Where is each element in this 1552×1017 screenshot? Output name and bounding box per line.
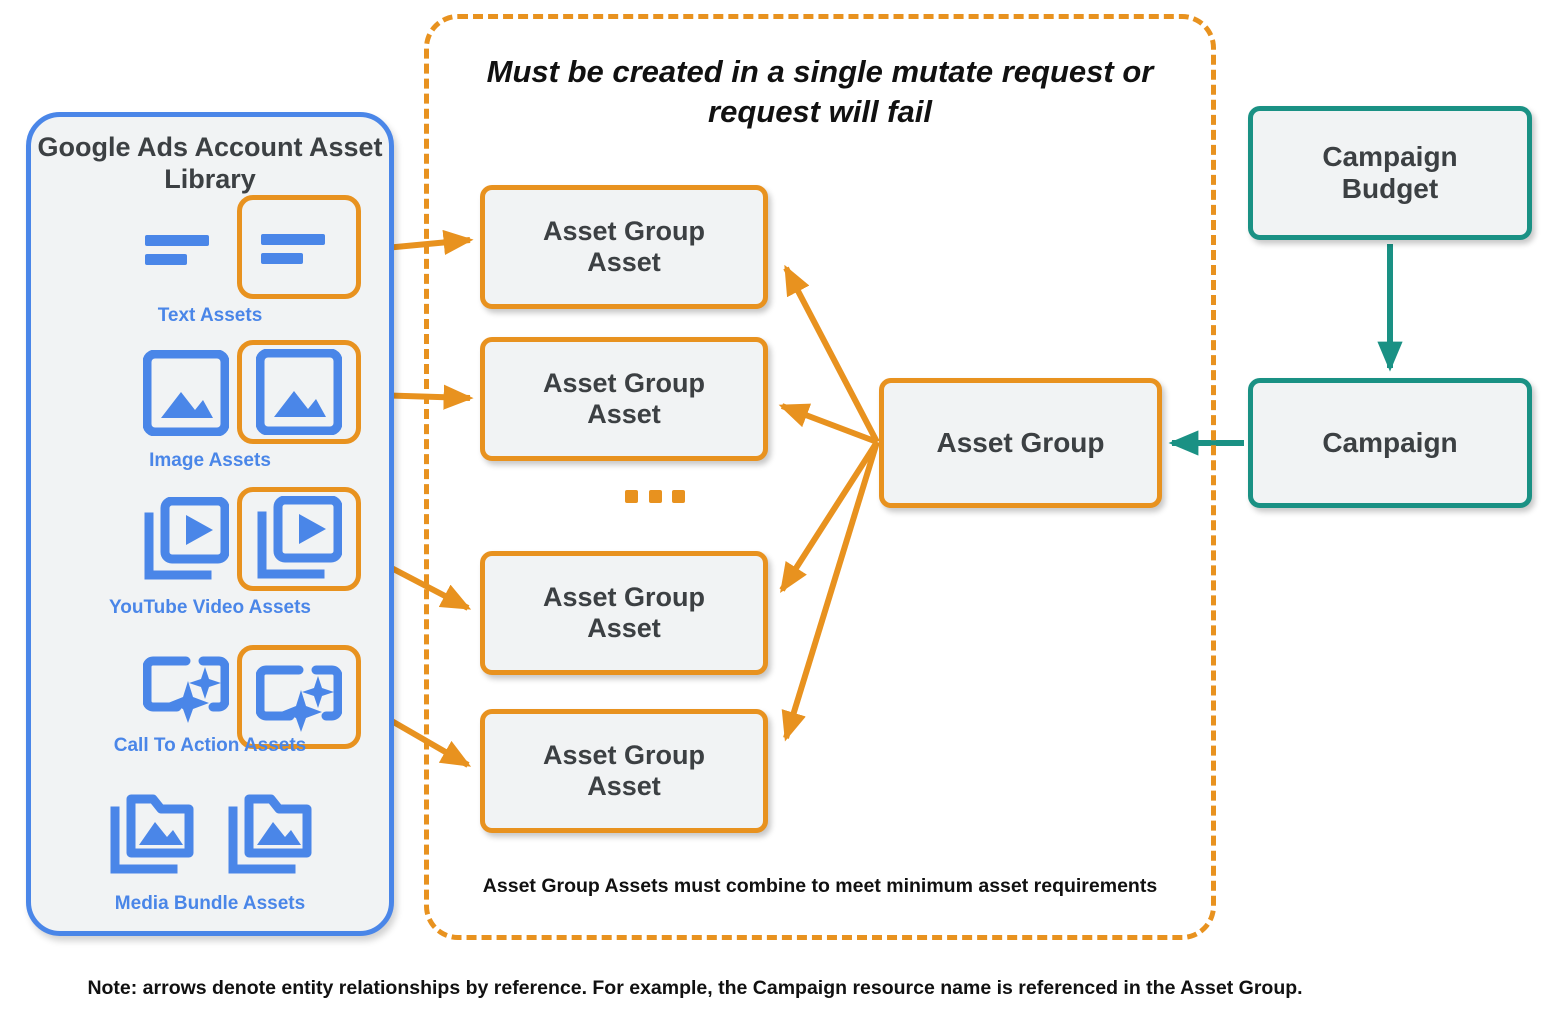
ellipsis-dot (648, 489, 662, 503)
library-item-label: Text Assets (157, 305, 263, 326)
campaign-box[interactable]: Campaign (1248, 378, 1532, 508)
library-item-image-assets[interactable]: Image Assets (31, 340, 389, 471)
library-title: Google Ads Account Asset Library (31, 131, 389, 196)
image-asset-icon (143, 350, 229, 436)
media-bundle-asset-icon-2 (228, 794, 312, 874)
asset-library-panel: Google Ads Account Asset Library Text As… (26, 112, 394, 936)
video-assets-selection-ring[interactable] (237, 487, 361, 591)
aga-label-line2: Asset (587, 247, 661, 277)
mutate-request-title: Must be created in a single mutate reque… (434, 52, 1206, 133)
asset-group-box[interactable]: Asset Group (879, 378, 1162, 508)
call-to-action-asset-icon-selected (256, 665, 342, 732)
media-bundle-assets-icons (31, 789, 389, 885)
aga-label-line1: Asset Group (542, 739, 706, 770)
call-to-action-asset-icon (143, 656, 229, 723)
library-title-line1: Google Ads Account (37, 132, 303, 162)
image-asset-icon-selected (256, 349, 342, 435)
minimum-asset-requirements-note: Asset Group Assets must combine to meet … (482, 875, 1158, 897)
asset-group-asset-box[interactable]: Asset Group Asset (480, 337, 768, 461)
mutate-title-line2: or request will fail (708, 54, 1154, 130)
asset-group-label: Asset Group (936, 426, 1105, 458)
asset-group-asset-box[interactable]: Asset Group Asset (480, 551, 768, 675)
aga-label-line2: Asset (587, 771, 661, 801)
ellipsis-dot (625, 489, 638, 503)
library-item-cta-assets[interactable]: Call To Action Assets (31, 645, 389, 756)
aga-label-line1: Asset Group (542, 581, 706, 612)
video-asset-icon-selected (257, 496, 342, 579)
library-item-label: Call To Action Assets (113, 735, 307, 756)
aga-label-line2: Asset (587, 613, 661, 643)
image-assets-selection-ring[interactable] (237, 340, 361, 444)
cta-assets-icons (31, 645, 389, 749)
media-bundle-asset-icon (110, 794, 194, 874)
text-asset-icon-selected (261, 234, 325, 264)
campaign-budget-box[interactable]: Campaign Budget (1248, 106, 1532, 240)
campaign-budget-label-line2: Budget (1341, 173, 1439, 204)
library-item-video-assets[interactable]: YouTube Video Assets (31, 487, 389, 618)
library-item-label: YouTube Video Assets (108, 597, 311, 618)
cta-assets-selection-ring[interactable] (237, 645, 361, 749)
image-assets-icons (31, 340, 389, 446)
video-assets-icons (31, 487, 389, 593)
campaign-budget-label-line1: Campaign (1322, 140, 1458, 172)
library-item-label: Media Bundle Assets (114, 893, 306, 914)
library-item-media-bundle-assets[interactable]: Media Bundle Assets (31, 789, 389, 914)
diagram-footnote: Note: arrows denote entity relationships… (87, 977, 1303, 999)
video-asset-icon (144, 497, 229, 580)
text-assets-selection-ring[interactable] (237, 195, 361, 299)
library-item-text-assets[interactable]: Text Assets (31, 195, 389, 326)
mutate-request-container (424, 14, 1216, 940)
aga-label-line2: Asset (587, 399, 661, 429)
mutate-title-line1: Must be created in a single mutate reque… (486, 54, 1114, 89)
text-assets-icons (31, 195, 389, 301)
campaign-label: Campaign (1322, 426, 1458, 458)
ellipsis-indicator (625, 489, 685, 503)
library-title-line2: Asset Library (164, 132, 383, 195)
asset-group-asset-box[interactable]: Asset Group Asset (480, 709, 768, 833)
asset-group-asset-box[interactable]: Asset Group Asset (480, 185, 768, 309)
library-item-label: Image Assets (149, 450, 271, 471)
text-asset-icon (145, 235, 209, 265)
ellipsis-dot (672, 489, 685, 503)
aga-label-line1: Asset Group (542, 215, 706, 246)
aga-label-line1: Asset Group (542, 367, 706, 398)
